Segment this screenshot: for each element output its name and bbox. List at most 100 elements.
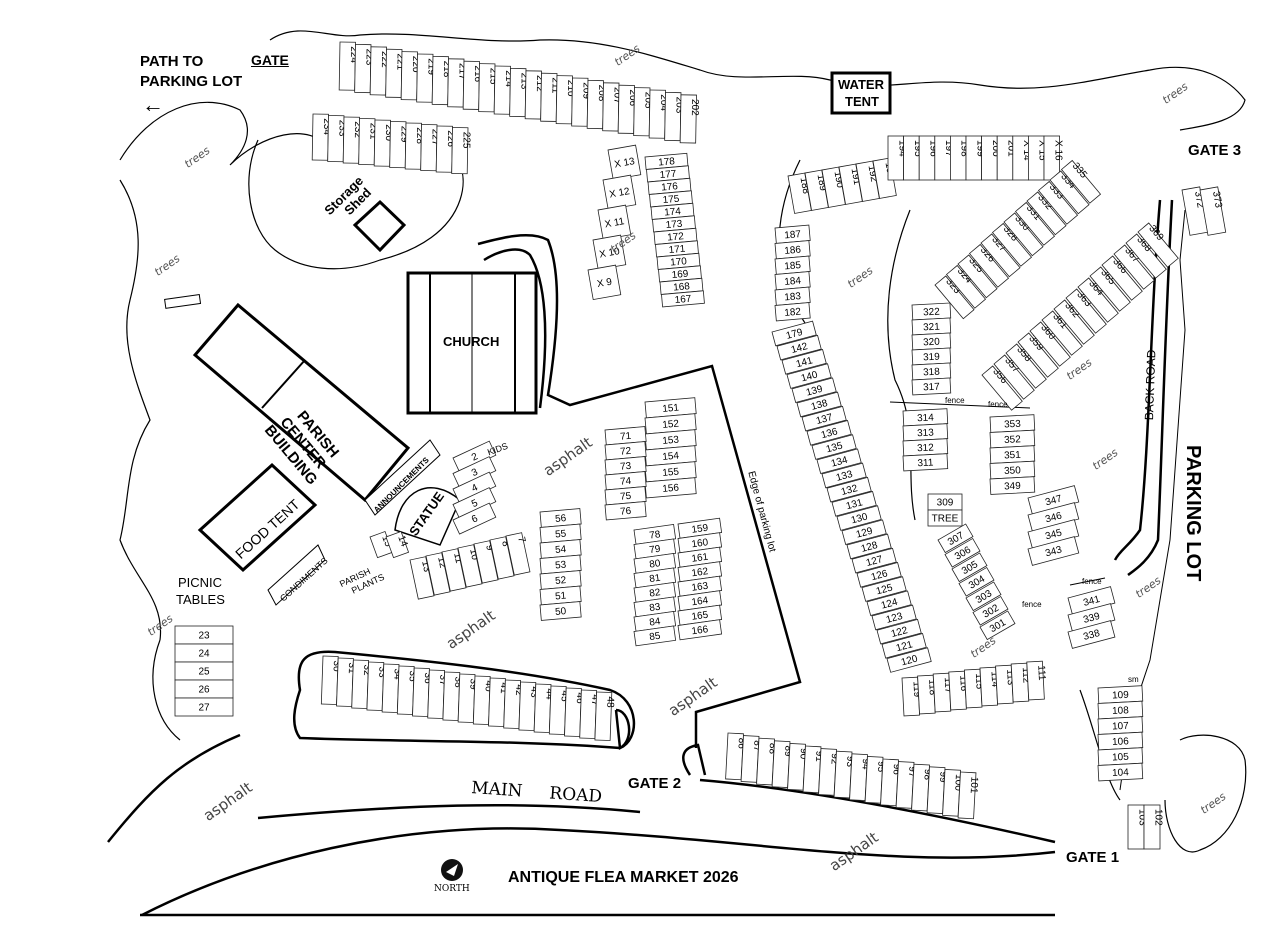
stall-84[interactable]: 84 [633,610,677,632]
stall-322[interactable]: 322 [911,302,952,321]
stall-159[interactable]: 159 [677,517,723,539]
stall-108[interactable]: 108 [1097,700,1144,720]
stall-334[interactable]: 334 [1049,168,1092,215]
stall-131[interactable]: 131 [831,491,877,517]
stall-167[interactable]: 167 [661,290,705,308]
stall-137[interactable]: 137 [801,405,847,432]
stall-351[interactable]: 351 [989,445,1036,464]
stall-176[interactable]: 176 [647,177,692,195]
stall-x13[interactable]: X 13 [607,144,642,181]
stall-171[interactable]: 171 [655,240,699,258]
stall-87[interactable]: 87 [740,735,763,783]
stall-121[interactable]: 121 [881,633,927,659]
stall-231[interactable]: 231 [358,118,379,166]
stall-x9[interactable]: X 9 [587,264,622,301]
stall-107[interactable]: 107 [1097,716,1144,735]
stall-203[interactable]: 203 [664,91,685,142]
stall-39[interactable]: 39 [457,673,479,723]
stall-307[interactable]: 307 [937,523,974,554]
stall-117[interactable]: 117 [932,672,954,713]
stall-6[interactable]: 6 [452,502,497,535]
stall-125[interactable]: 125 [861,576,907,602]
stall-173[interactable]: 173 [652,215,696,233]
stall-349[interactable]: 349 [989,476,1036,495]
stall-232[interactable]: 232 [342,116,363,164]
stall-156[interactable]: 156 [644,477,697,499]
stall-141[interactable]: 141 [781,349,827,375]
stall-301[interactable]: 301 [979,610,1016,641]
stall-x11[interactable]: X 11 [597,204,632,241]
stall-311[interactable]: 311 [902,453,949,472]
stall-155[interactable]: 155 [644,461,697,483]
stall-48[interactable]: 48 [594,691,616,741]
stall-317[interactable]: 317 [911,377,952,396]
stall-130[interactable]: 130 [836,505,882,531]
stall-227[interactable]: 227 [420,124,441,172]
stall-184[interactable]: 184 [774,271,811,291]
stall-343[interactable]: 343 [1027,536,1080,566]
stall-33[interactable]: 33 [366,661,388,711]
stall-229[interactable]: 229 [389,121,410,169]
stall-350[interactable]: 350 [989,460,1036,480]
stall-332[interactable]: 332 [1026,189,1069,236]
stall-106[interactable]: 106 [1097,731,1144,751]
stall-42[interactable]: 42 [503,679,525,729]
stall-320[interactable]: 320 [911,332,952,351]
stall-120[interactable]: 120 [886,647,932,673]
stall-161[interactable]: 161 [677,546,723,568]
stall-162[interactable]: 162 [677,561,723,583]
stall-27[interactable]: 27 [174,697,234,717]
stall-160[interactable]: 160 [677,532,723,554]
stall-169[interactable]: 169 [658,265,702,283]
stall-142[interactable]: 142 [776,334,822,361]
stall-134[interactable]: 134 [816,448,862,475]
stall-219[interactable]: 219 [416,53,437,103]
stall-97[interactable]: 97 [895,761,918,809]
stall-85[interactable]: 85 [633,625,677,647]
stall-23[interactable]: 23 [174,625,234,645]
stall-319[interactable]: 319 [911,347,952,366]
stall-91[interactable]: 91 [802,745,825,794]
stall-306[interactable]: 306 [944,537,981,568]
stall-124[interactable]: 124 [866,590,912,617]
stall-312[interactable]: 312 [902,438,949,457]
stall-154[interactable]: 154 [644,445,697,467]
stall-133[interactable]: 133 [821,462,867,489]
stall-318[interactable]: 318 [911,362,952,381]
stall-223[interactable]: 223 [354,43,375,94]
stall-24[interactable]: 24 [174,643,234,663]
stall-174[interactable]: 174 [650,202,695,220]
stall-305[interactable]: 305 [951,552,988,583]
stall-185[interactable]: 185 [774,255,811,275]
stall-170[interactable]: 170 [656,252,701,270]
stall-50[interactable]: 50 [539,601,582,621]
stall-225[interactable]: 225 [451,127,472,175]
stall-178[interactable]: 178 [644,152,689,170]
stall-94[interactable]: 94 [849,753,872,801]
stall-212[interactable]: 212 [524,70,545,120]
stall-140[interactable]: 140 [786,363,832,389]
stall-7[interactable]: 7 [505,532,533,576]
stall-122[interactable]: 122 [876,618,922,645]
stall-104[interactable]: 104 [1097,762,1144,782]
stall-136[interactable]: 136 [806,420,852,446]
stall-116[interactable]: 116 [948,670,970,711]
stall-109[interactable]: 109 [1097,685,1144,704]
stall-175[interactable]: 175 [649,190,693,208]
stall-168[interactable]: 168 [659,277,704,295]
stall-76[interactable]: 76 [604,501,647,521]
stall-206[interactable]: 206 [617,84,638,134]
stall-234[interactable]: 234 [311,113,332,161]
stall-8[interactable]: 8 [489,536,517,580]
stall-166[interactable]: 166 [677,619,723,641]
stall-90[interactable]: 90 [787,742,810,791]
stall-182[interactable]: 182 [774,302,811,322]
stall-127[interactable]: 127 [851,547,897,574]
stall-139[interactable]: 139 [791,377,837,404]
stall-126[interactable]: 126 [856,562,902,588]
stall-x12[interactable]: X 12 [602,174,637,211]
stall-313[interactable]: 313 [902,423,949,442]
stall-304[interactable]: 304 [958,566,995,597]
stall-303[interactable]: 303 [965,581,1002,612]
stall-43[interactable]: 43 [518,681,540,731]
